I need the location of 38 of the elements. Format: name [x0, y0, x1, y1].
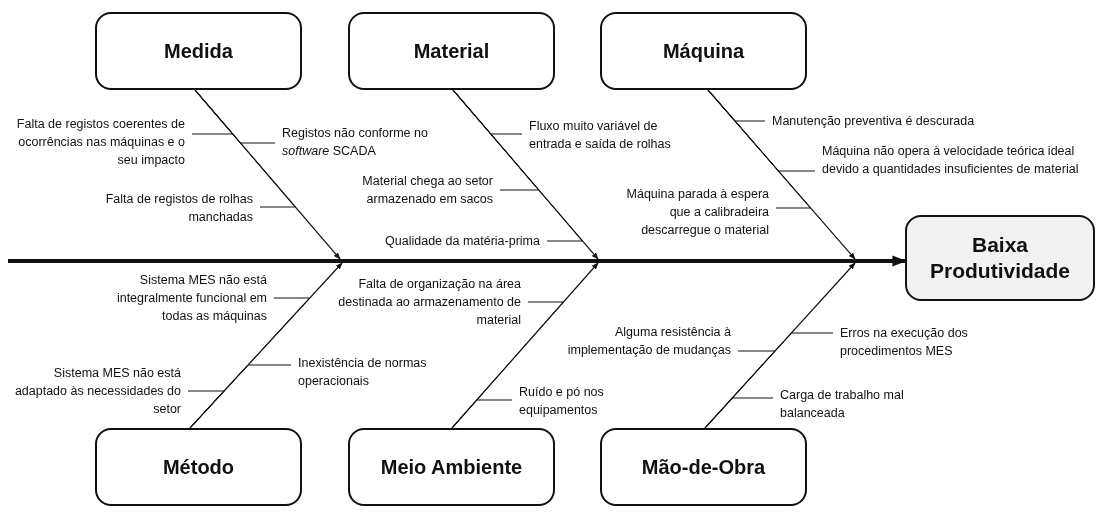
category-box	[348, 428, 555, 506]
leader-line	[187, 390, 225, 429]
spine-arrow	[885, 255, 907, 267]
cause-text: Inexistência de normas operacionais	[291, 354, 461, 390]
effect-box	[905, 215, 1095, 301]
category-box	[600, 428, 807, 506]
cause-text: Carga de trabalho mal balanceada	[773, 386, 933, 422]
cause-text: Falta de registos coerentes de ocorrências nas máquinas e o seu impacto	[12, 115, 192, 169]
category-box	[95, 428, 302, 506]
cause-text: Manutenção preventiva é descurada	[765, 112, 975, 130]
category-title: Método	[162, 455, 235, 479]
cause-text: Falta de organização na área destinada ao armazenamento de material	[323, 275, 528, 329]
cause-text: Erros na execução dos procedimentos MES	[833, 324, 1003, 360]
cause-text: Registos não conforme no software SCADA	[275, 124, 455, 160]
category-title: Medida	[164, 39, 233, 63]
leader-line	[704, 397, 774, 429]
leader-line	[452, 89, 584, 242]
category-box	[600, 12, 807, 90]
category-title: Material	[413, 39, 490, 63]
category-box	[95, 12, 302, 90]
cause-text: Máquina parada à espera que a calibradeira descarregue o material	[611, 185, 776, 239]
category-title: Meio Ambiente	[380, 455, 523, 479]
cause-text: Material chega ao setor armazenado em sacos	[330, 172, 500, 208]
category-box	[348, 12, 555, 90]
cause-text: Máquina não opera à velocidade teórica ideal devido a quantidades insuficientes de material	[815, 142, 1090, 178]
cause-text: Ruído e pó nos equipamentos	[512, 383, 647, 419]
cause-text: Sistema MES não está adaptado às necessidades do setor	[6, 364, 188, 418]
cause-text: Fluxo muito variável de entrada e saída de rolhas	[522, 117, 697, 153]
category-title: Mão-de-Obra	[641, 455, 766, 479]
category-title: Máquina	[662, 39, 745, 63]
cause-text: Sistema MES não está integralmente funcional em todas as máquinas	[84, 271, 274, 325]
effect-title: Baixa Produtividade	[929, 231, 1071, 284]
cause-text: Alguma resistência à implementação de mudanças	[533, 323, 738, 359]
leader-line	[194, 89, 296, 208]
cause-text: Falta de registos de rolhas manchadas	[80, 190, 260, 226]
cause-text: Qualidade da matéria-prima	[385, 232, 547, 250]
leader-line	[707, 89, 812, 209]
leader-line	[451, 399, 513, 429]
